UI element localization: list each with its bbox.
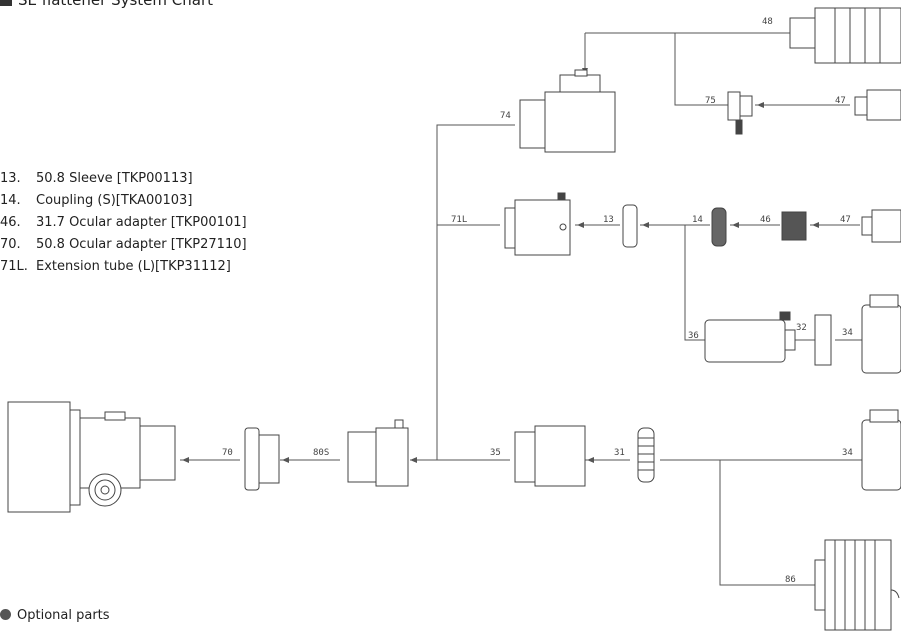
part-label-36: 36 [688, 331, 699, 341]
part-label-47a: 47 [835, 96, 846, 106]
part-32-drawing [814, 314, 832, 366]
chart-title-text: SE flattener System Chart [18, 0, 213, 9]
legend-text: 50.8 Sleeve [TKP00113] [36, 171, 193, 186]
part-label-31: 31 [614, 448, 625, 458]
part-label-34a: 34 [842, 328, 853, 338]
legend-num: 14. [0, 193, 21, 208]
part-label-80s: 80S [313, 448, 329, 458]
part-35-drawing [514, 425, 586, 487]
camera-34a-drawing [861, 294, 901, 374]
part-47b-drawing [861, 209, 901, 243]
part-74-drawing [519, 69, 616, 153]
legend-text: Coupling (S)[TKA00103] [36, 193, 193, 208]
part-label-70: 70 [222, 448, 233, 458]
part-36-drawing [704, 311, 796, 363]
part-31-drawing [637, 427, 655, 483]
legend-item: 14. Coupling (S)[TKA00103] [0, 190, 247, 212]
part-label-86: 86 [785, 575, 796, 585]
arrowheads [182, 68, 819, 463]
part-label-13: 13 [603, 215, 614, 225]
legend-item: 13. 50.8 Sleeve [TKP00113] [0, 168, 247, 190]
legend-item: 71L. Extension tube (L)[TKP31112] [0, 256, 247, 278]
legend-item: 70. 50.8 Ocular adapter [TKP27110] [0, 234, 247, 256]
part-label-35: 35 [490, 448, 501, 458]
part-label-34b: 34 [842, 448, 853, 458]
optional-parts-note: Optional parts [0, 608, 110, 623]
part-75-drawing [727, 91, 753, 135]
part-label-74: 74 [500, 111, 511, 121]
part-13-drawing [622, 204, 638, 248]
part-label-46: 46 [760, 215, 771, 225]
legend-num: 70. [0, 237, 21, 252]
part-label-75: 75 [705, 96, 716, 106]
title-square-icon [0, 0, 12, 6]
part-71l-drawing [504, 192, 571, 256]
part-label-47b: 47 [840, 215, 851, 225]
part-label-14: 14 [692, 215, 703, 225]
legend-num: 13. [0, 171, 21, 186]
part-14-drawing [711, 207, 727, 247]
optional-dot-icon [0, 609, 11, 620]
part-label-71l: 71L [451, 215, 467, 225]
focuser-drawing [7, 401, 176, 513]
optional-label: Optional parts [17, 608, 110, 623]
part-86-drawing [814, 539, 900, 631]
chart-title: SE flattener System Chart [0, 0, 213, 9]
legend-num: 71L. [0, 259, 28, 274]
legend-item: 46. 31.7 Ocular adapter [TKP00101] [0, 212, 247, 234]
part-label-32: 32 [796, 323, 807, 333]
part-80s-drawing [347, 419, 409, 487]
legend-text: Extension tube (L)[TKP31112] [36, 259, 231, 274]
legend-num: 46. [0, 215, 21, 230]
legend-text: 31.7 Ocular adapter [TKP00101] [36, 215, 247, 230]
legend-text: 50.8 Ocular adapter [TKP27110] [36, 237, 247, 252]
parts-legend: 13. 50.8 Sleeve [TKP00113] 14. Coupling (S… [0, 168, 247, 278]
part-47a-drawing [854, 89, 901, 121]
part-46-drawing [781, 211, 807, 241]
part-48-drawing [789, 7, 901, 64]
part-70-drawing [244, 427, 280, 491]
camera-34b-drawing [861, 409, 901, 491]
part-label-48: 48 [762, 17, 773, 27]
